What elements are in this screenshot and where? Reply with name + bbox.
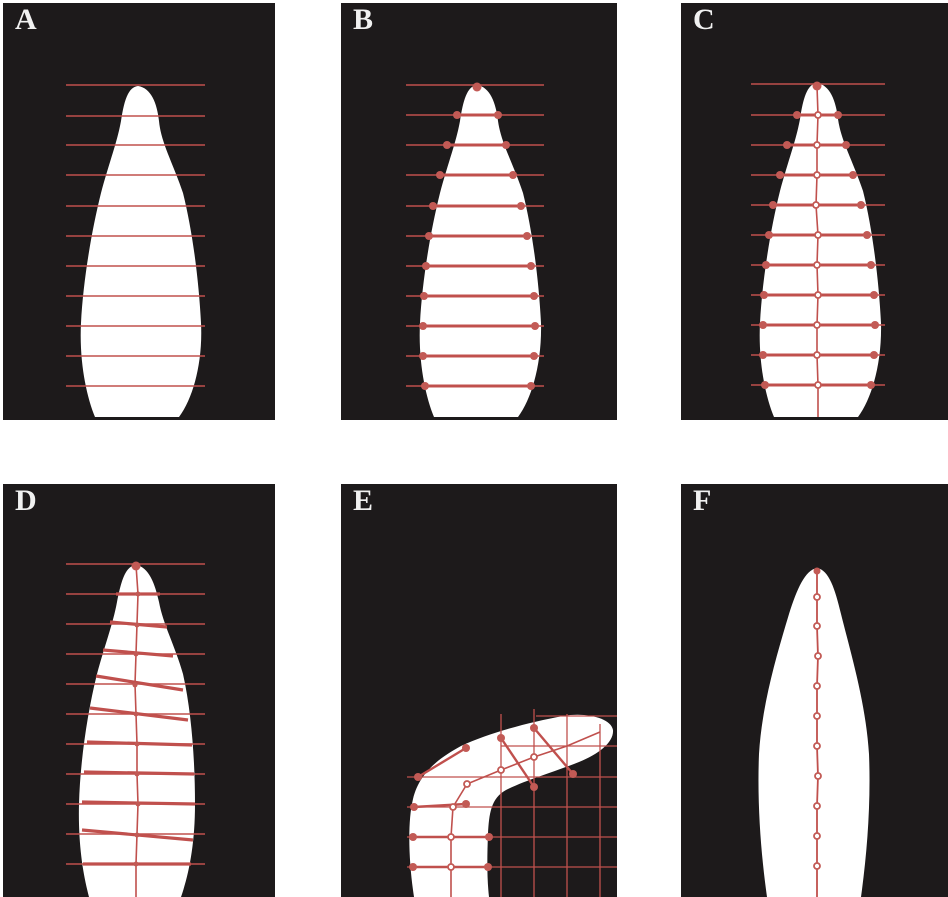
head-node <box>814 568 821 575</box>
midline <box>817 570 818 897</box>
panel-f-figure <box>681 484 948 897</box>
panel-a-figure <box>3 3 275 420</box>
panel-b-figure <box>341 3 617 420</box>
worm-shape <box>758 568 869 897</box>
worm-shape <box>81 86 202 417</box>
panel-c-figure <box>681 3 948 420</box>
panel-label: C <box>693 5 715 35</box>
panel-e: E <box>341 484 617 897</box>
panel-d-figure <box>3 484 275 897</box>
panel-a: A <box>3 3 275 420</box>
panel-c: C <box>681 3 948 420</box>
panel-label: E <box>353 486 373 516</box>
panel-label: A <box>15 5 37 35</box>
panel-label: F <box>693 486 711 516</box>
panel-f: F <box>681 484 948 897</box>
worm-shape <box>760 83 881 417</box>
panel-d: D <box>3 484 275 897</box>
panel-e-figure <box>341 484 617 897</box>
panel-label: D <box>15 486 37 516</box>
panel-label: B <box>353 5 373 35</box>
worm-shape <box>420 85 541 417</box>
panel-b: B <box>341 3 617 420</box>
